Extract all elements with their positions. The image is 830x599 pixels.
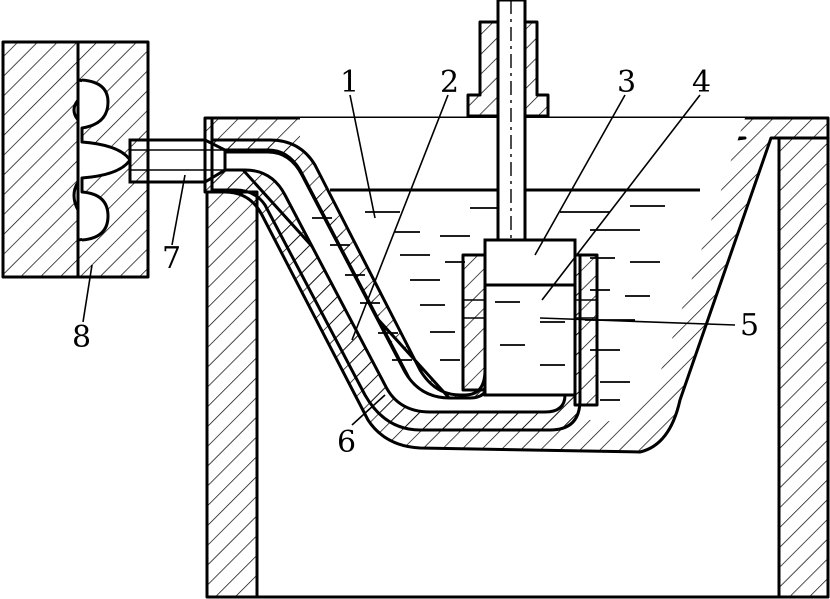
furnace-left-wall xyxy=(205,190,259,599)
callout-4: 4 xyxy=(692,65,711,100)
chamber-left-wall xyxy=(461,253,487,392)
leader-6 xyxy=(351,394,386,426)
plunger-assembly xyxy=(466,0,577,287)
leader-5 xyxy=(539,317,736,326)
leader-4 xyxy=(541,94,701,301)
die-fixed-half xyxy=(1,40,80,279)
leader-lines xyxy=(82,94,736,426)
leader-8 xyxy=(82,264,93,323)
die-cavity-lower xyxy=(81,190,110,242)
pressure-chamber xyxy=(461,253,599,407)
die-cavity-upper xyxy=(81,78,110,130)
callout-5: 5 xyxy=(740,308,759,343)
callout-3: 3 xyxy=(617,65,636,100)
leader-3 xyxy=(534,94,626,256)
leader-2 xyxy=(351,94,449,341)
furnace-right-wall xyxy=(777,136,830,599)
plunger-head xyxy=(483,238,577,287)
callout-labels: 1 2 3 4 5 6 7 8 xyxy=(72,65,759,460)
callout-1: 1 xyxy=(340,65,359,100)
callout-2: 2 xyxy=(440,65,459,100)
die-mould xyxy=(1,40,150,279)
die-moving-half xyxy=(76,40,150,279)
liquid-dashes xyxy=(365,205,665,401)
leader-1 xyxy=(349,94,376,219)
chamber-right-wall xyxy=(573,253,599,407)
callout-6: 6 xyxy=(337,425,356,460)
leader-7 xyxy=(171,174,186,246)
callout-7: 7 xyxy=(162,241,181,276)
furnace-housing xyxy=(205,116,830,599)
callout-8: 8 xyxy=(72,320,91,355)
